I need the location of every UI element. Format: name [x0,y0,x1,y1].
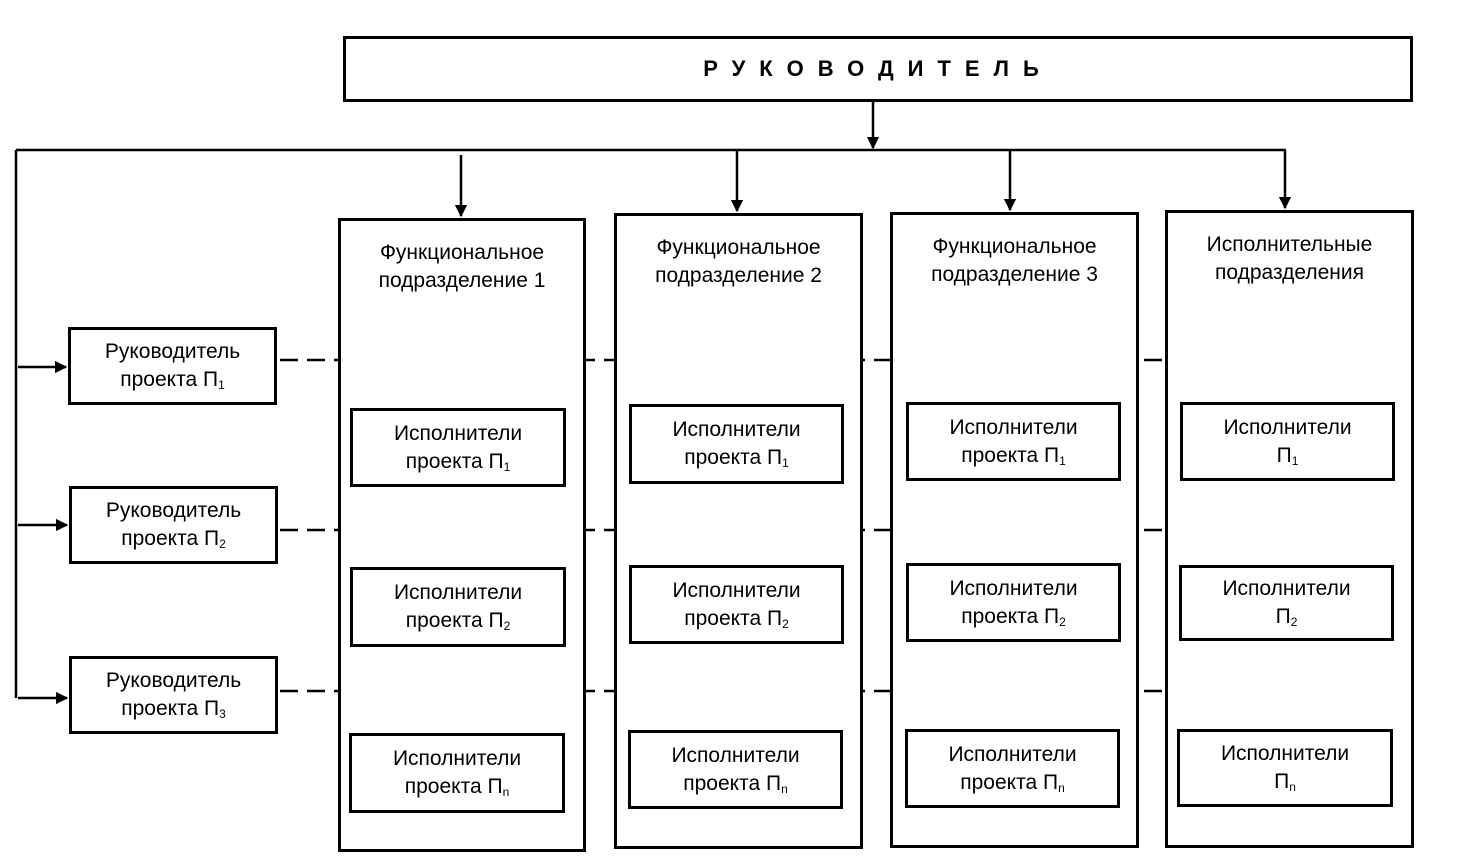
head-box: РУКОВОДИТЕЛЬ [343,36,1413,102]
manager-line2: проекта П1 [120,368,225,392]
performers-col4-p1: Исполнители П1 [1180,402,1395,481]
manager-line1: Руководитель [105,499,242,522]
project-manager-2: Руководитель проекта П2 [69,486,278,564]
column-title-line1: Функциональное [932,235,1097,258]
column-title: Функциональное подразделение 1 [341,239,583,295]
performers-col2-p1: Исполнители проекта П1 [629,404,844,484]
project-manager-3: Руководитель проекта П3 [69,656,278,734]
head-title: РУКОВОДИТЕЛЬ [703,56,1053,81]
performers-col1-p1: Исполнители проекта П1 [350,408,566,487]
performers-col3-p1: Исполнители проекта П1 [906,402,1121,481]
column-title-line1: Исполнительные [1206,233,1373,256]
column-title: Функциональное подразделение 3 [893,233,1136,289]
performers-col1-pn: Исполнители проекта Пn [349,733,565,813]
column-title-line2: подразделение 1 [378,269,546,292]
manager-line1: Руководитель [105,669,242,692]
manager-line2: проекта П3 [121,697,226,721]
performers-col4-p2: Исполнители П2 [1179,565,1394,641]
performers-col4-pn: Исполнители Пn [1177,729,1393,807]
performers-col1-p2: Исполнители проекта П2 [350,567,566,647]
column-title-line2: подразделение 2 [655,264,822,287]
column-title: Исполнительные подразделения [1168,231,1411,287]
performers-col3-pn: Исполнители проекта Пn [905,729,1120,808]
manager-line2: проекта П2 [121,527,226,551]
performers-col3-p2: Исполнители проекта П2 [906,563,1121,642]
performers-col2-p2: Исполнители проекта П2 [629,565,844,644]
column-title-line2: подразделения [1215,261,1364,284]
project-manager-1: Руководитель проекта П1 [68,327,277,405]
performers-col2-pn: Исполнители проекта Пn [628,730,843,809]
column-title-line1: Функциональное [656,236,821,259]
manager-line1: Руководитель [104,340,241,363]
column-title-line2: подразделение 3 [931,263,1098,286]
column-title-line1: Функциональное [379,241,545,264]
column-title: Функциональное подразделение 2 [617,234,860,290]
